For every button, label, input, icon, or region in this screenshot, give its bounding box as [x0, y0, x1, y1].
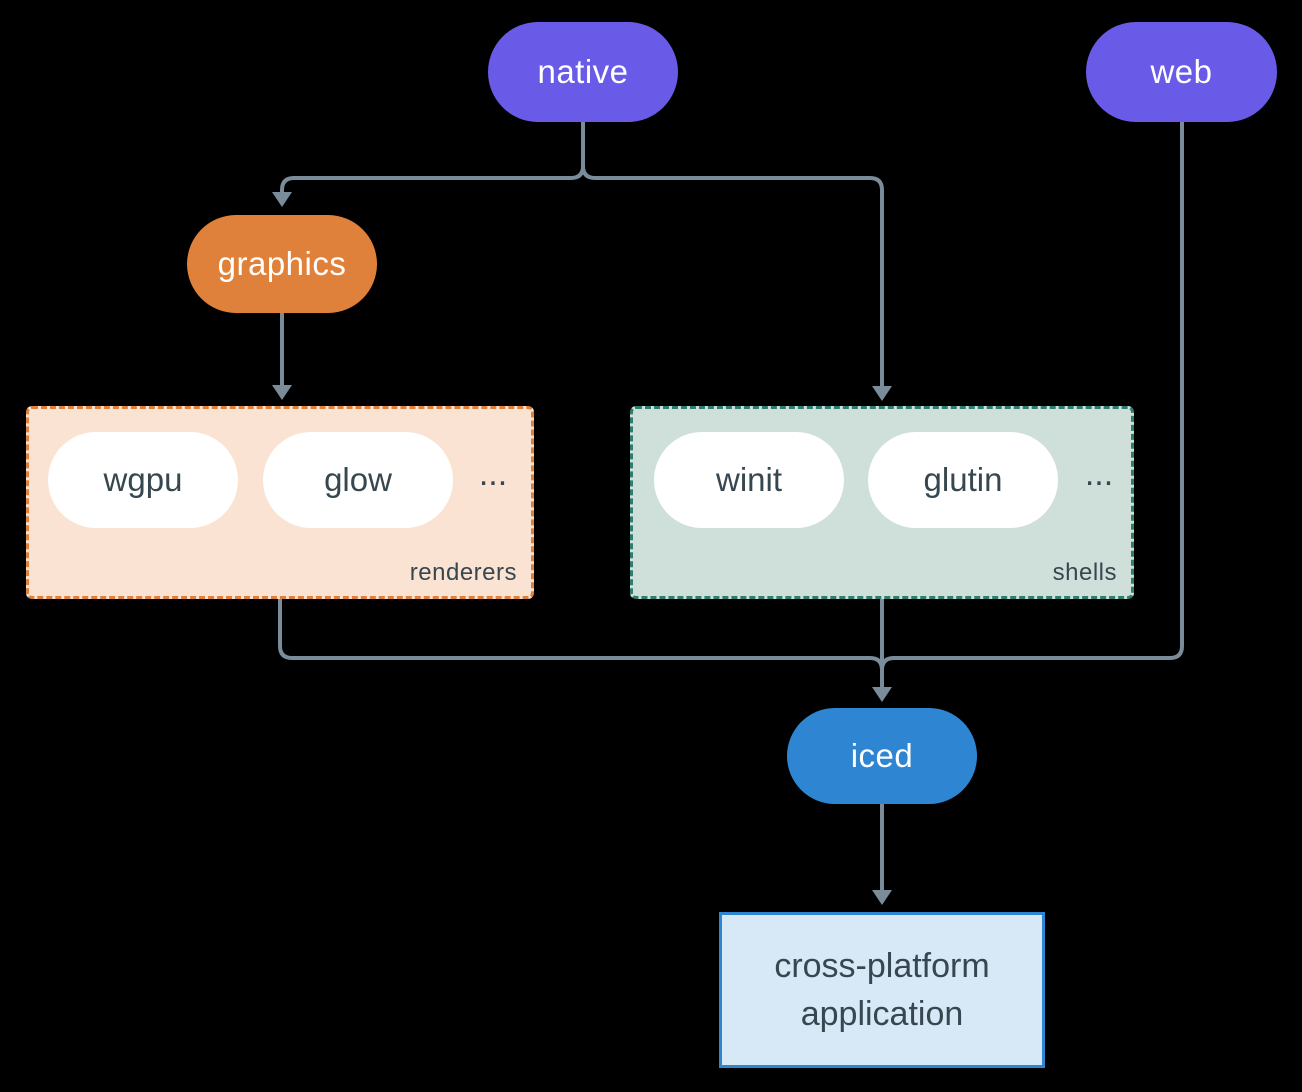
- node-graphics-label: graphics: [217, 245, 347, 282]
- arrowhead-graphics-renderers: [272, 385, 292, 400]
- pill-wgpu: wgpu: [48, 432, 238, 528]
- node-iced-label: iced: [850, 737, 914, 774]
- node-application-label: cross-platform application: [774, 946, 990, 1033]
- edge-renderers-iced: [278, 599, 884, 671]
- group-shells: winit glutin ... shells: [630, 406, 1134, 599]
- pill-glutin-label: glutin: [923, 461, 1003, 498]
- shells-group-label: shells: [1052, 559, 1117, 586]
- node-web-label: web: [1150, 53, 1213, 90]
- renderers-ellipsis: ...: [478, 455, 508, 493]
- group-renderers: wgpu glow ... renderers: [26, 406, 534, 599]
- node-native-label: native: [537, 53, 629, 90]
- node-web: web: [1086, 22, 1277, 122]
- renderers-group-label: renderers: [409, 559, 517, 586]
- arrowhead-native-shells: [872, 386, 892, 401]
- pill-glow-label: glow: [324, 461, 392, 498]
- edge-native-graphics: [280, 122, 585, 193]
- pill-glow: glow: [263, 432, 453, 528]
- edge-native-shells: [581, 122, 884, 387]
- node-native: native: [488, 22, 678, 122]
- shells-ellipsis: ...: [1084, 455, 1114, 493]
- pill-winit-label: winit: [715, 461, 783, 498]
- pill-glutin: glutin: [868, 432, 1058, 528]
- node-cross-platform-application: cross-platform application: [719, 912, 1045, 1068]
- node-graphics: graphics: [187, 215, 377, 313]
- pill-wgpu-label: wgpu: [103, 461, 183, 498]
- node-iced: iced: [787, 708, 977, 804]
- arrowhead-native-graphics: [272, 192, 292, 207]
- pill-winit: winit: [654, 432, 844, 528]
- arrowhead-iced-application: [872, 890, 892, 905]
- arrowhead-shells-iced: [872, 687, 892, 702]
